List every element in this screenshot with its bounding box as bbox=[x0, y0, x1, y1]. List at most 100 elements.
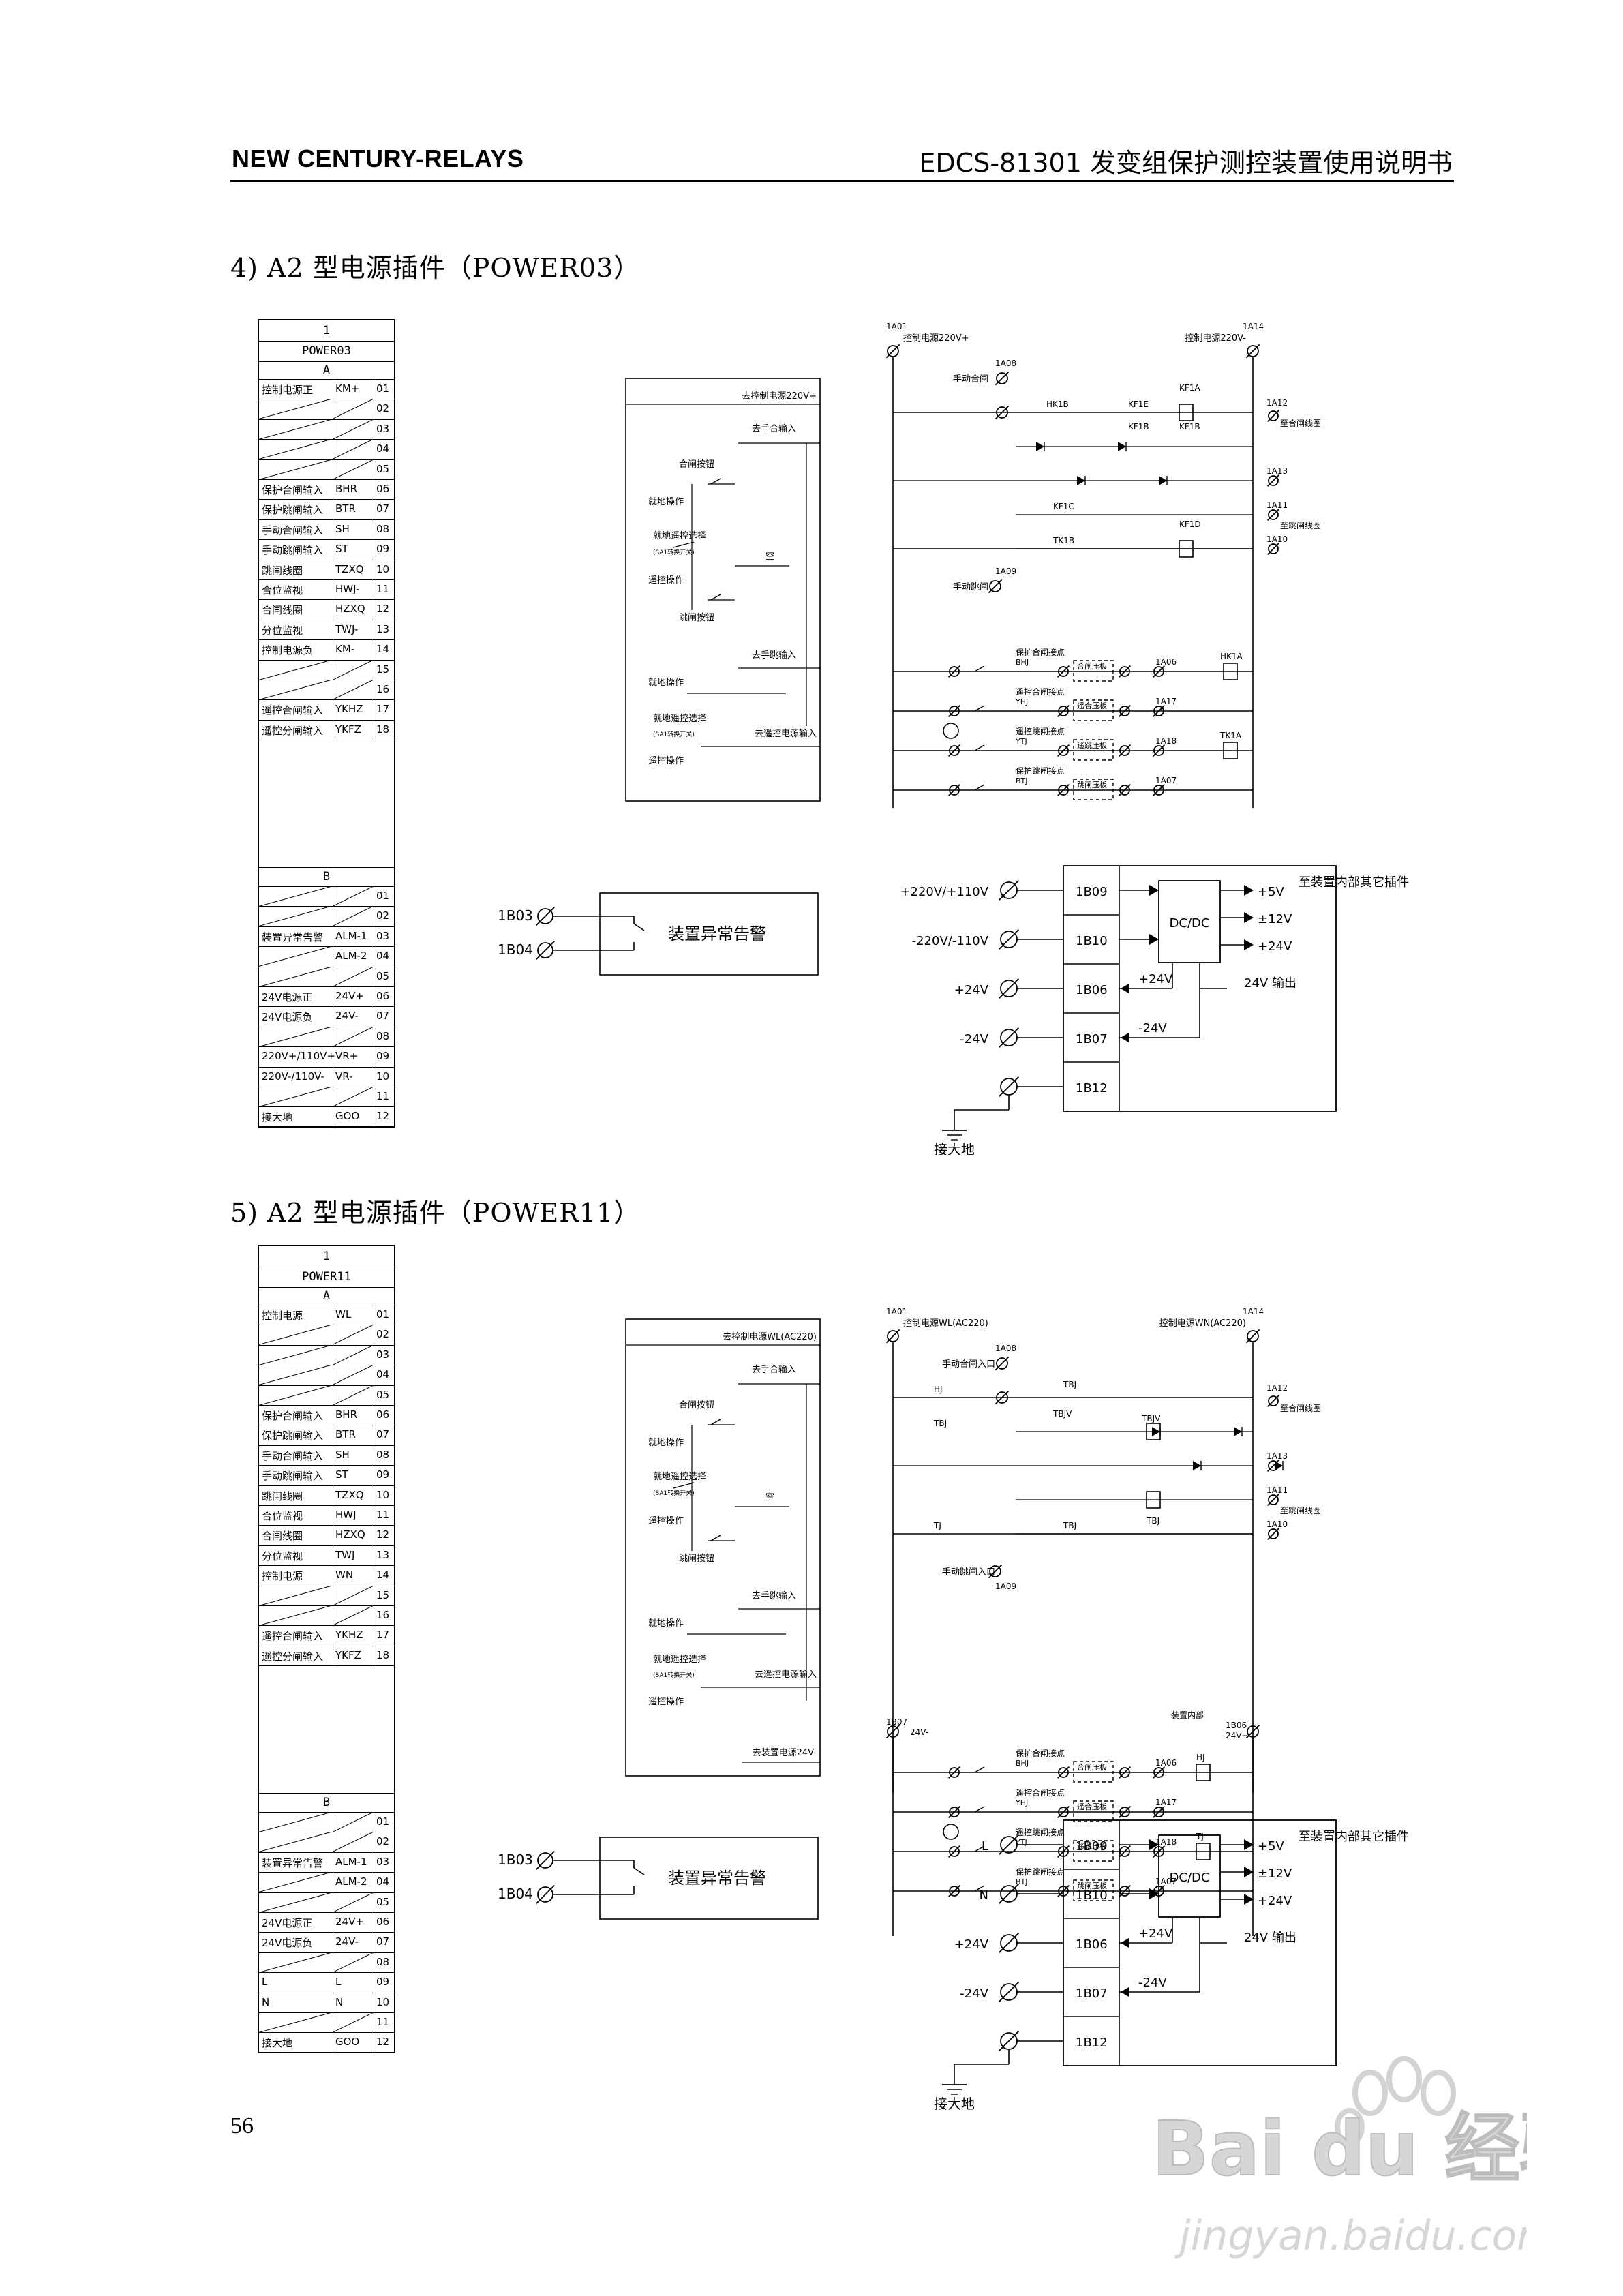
terminal-pin: 10 bbox=[376, 1995, 390, 2008]
wire bbox=[1266, 542, 1280, 556]
wire bbox=[995, 371, 1010, 386]
label-control-power-plus: 控制电源220V+ bbox=[903, 333, 969, 344]
label-tbjv-2: TBJV bbox=[1141, 1414, 1161, 1423]
terminal-1b03: 1B03 bbox=[498, 1852, 533, 1868]
terminal-symbol bbox=[1058, 706, 1069, 716]
power-input-label: L bbox=[982, 1839, 988, 1854]
terminal-pin: 14 bbox=[376, 643, 390, 656]
terminal-1b06: 1B06 bbox=[1226, 1721, 1247, 1730]
terminal-symbol bbox=[1058, 785, 1069, 796]
label-contact-code: BTJ bbox=[1016, 776, 1028, 785]
terminal-signal: WN bbox=[335, 1569, 354, 1582]
wire bbox=[947, 704, 961, 718]
terminal-pin: 04 bbox=[376, 442, 390, 455]
label-close-button: 合闸按钮 bbox=[679, 459, 714, 470]
terminal-desc: 控制电源 bbox=[262, 1310, 303, 1322]
terminal-desc: 跳闸线圈 bbox=[262, 1490, 303, 1502]
terminal-symbol bbox=[1153, 785, 1164, 796]
terminal-symbol bbox=[996, 406, 1008, 419]
terminal-row: 05 bbox=[259, 1385, 394, 1406]
label-contact: 遥控跳闸接点 bbox=[1016, 726, 1065, 736]
box bbox=[1073, 699, 1114, 721]
terminal-pin: 01 bbox=[376, 382, 390, 395]
terminal-pin: 05 bbox=[376, 1895, 390, 1908]
wire bbox=[885, 344, 900, 359]
label-contact: 遥控合闸接点 bbox=[1016, 686, 1065, 697]
box bbox=[625, 1318, 821, 1777]
output-12v: ±12V bbox=[1258, 912, 1292, 926]
table-divider bbox=[259, 867, 394, 868]
terminal-desc: 合位监视 bbox=[262, 1510, 303, 1522]
terminal-symbol bbox=[949, 1807, 960, 1817]
terminal-pin: 03 bbox=[376, 1855, 390, 1868]
terminal-symbol bbox=[949, 706, 960, 716]
terminal-row: 15 bbox=[259, 1585, 394, 1606]
terminal-pin: 09 bbox=[376, 1050, 390, 1063]
terminal-pin: 13 bbox=[376, 1548, 390, 1561]
slot-number: 1 bbox=[259, 320, 394, 342]
label-24v-plus: 24V+ bbox=[1226, 1731, 1249, 1740]
label-remote-op-2: 遥控操作 bbox=[648, 1696, 684, 1707]
wire bbox=[536, 1851, 555, 1870]
terminal-desc: 保护合闸输入 bbox=[262, 1410, 324, 1422]
terminal-signal: YKFZ bbox=[335, 723, 361, 736]
box bbox=[599, 892, 819, 976]
terminal-pin: 03 bbox=[376, 929, 390, 942]
terminal-b06: 1B06 bbox=[1076, 983, 1108, 997]
label-minus24v: -24V bbox=[1138, 1976, 1167, 1990]
selector-switch-icon bbox=[943, 1824, 959, 1840]
wire bbox=[974, 1845, 985, 1852]
terminal-signal: BTR bbox=[335, 502, 356, 515]
terminal-b09: 1B09 bbox=[1076, 1839, 1108, 1854]
terminal-1a08: 1A08 bbox=[995, 359, 1016, 368]
terminal-pin: 06 bbox=[376, 990, 390, 1002]
wire bbox=[947, 783, 961, 797]
diode-icon bbox=[1152, 1427, 1160, 1436]
wire bbox=[1118, 783, 1132, 797]
label-kf1e: KF1E bbox=[1128, 399, 1149, 409]
label-to-device-power: 去装置电源24V- bbox=[753, 1748, 817, 1758]
wire bbox=[947, 744, 961, 757]
arrow-icon bbox=[1244, 1867, 1254, 1877]
terminal-pin: 10 bbox=[376, 562, 390, 575]
arrow-icon bbox=[1121, 1033, 1129, 1042]
terminal-contact: 1A17 bbox=[1155, 1798, 1177, 1807]
arrow-icon bbox=[1149, 1888, 1159, 1899]
terminal-signal: YKFZ bbox=[335, 1648, 361, 1661]
terminal-1a01: 1A01 bbox=[886, 322, 907, 331]
terminal-symbol bbox=[537, 1852, 553, 1869]
terminal-pin: 01 bbox=[376, 1308, 390, 1320]
label-control-power-minus: 控制电源220V- bbox=[1185, 333, 1246, 344]
label-to-manual-trip: 去手跳输入 bbox=[752, 650, 796, 661]
terminal-symbol bbox=[996, 1357, 1008, 1370]
label-selector-note-2: (SA1转换开关) bbox=[653, 730, 695, 738]
label-to-remote-power: 去遥控电源输入 bbox=[755, 1669, 817, 1680]
terminal-contact: 1A18 bbox=[1155, 1837, 1177, 1847]
terminal-symbol bbox=[949, 785, 960, 796]
label-contact: 保护合闸接点 bbox=[1016, 1748, 1065, 1758]
terminal-pin: 16 bbox=[376, 683, 390, 695]
terminal-signal: HZXQ bbox=[335, 1528, 365, 1541]
arrow-icon bbox=[1244, 1894, 1254, 1905]
label-contact-code: YHJ bbox=[1015, 1798, 1028, 1807]
diode-icon bbox=[1234, 1427, 1242, 1436]
label-local-op-2: 就地操作 bbox=[648, 677, 684, 688]
terminal-1a12: 1A12 bbox=[1266, 398, 1288, 408]
terminal-pin: 07 bbox=[376, 1010, 390, 1023]
label-manual-trip: 手动跳闸 bbox=[953, 582, 988, 592]
terminal-signal: SH bbox=[335, 1448, 350, 1461]
wire bbox=[1266, 474, 1280, 487]
terminal-1a01: 1A01 bbox=[886, 1307, 907, 1316]
terminal-signal: ALM-1 bbox=[335, 929, 367, 942]
label-contact: 遥控合闸接点 bbox=[1016, 1787, 1065, 1798]
terminal-pin: 07 bbox=[376, 1935, 390, 1948]
wire bbox=[1152, 665, 1166, 678]
